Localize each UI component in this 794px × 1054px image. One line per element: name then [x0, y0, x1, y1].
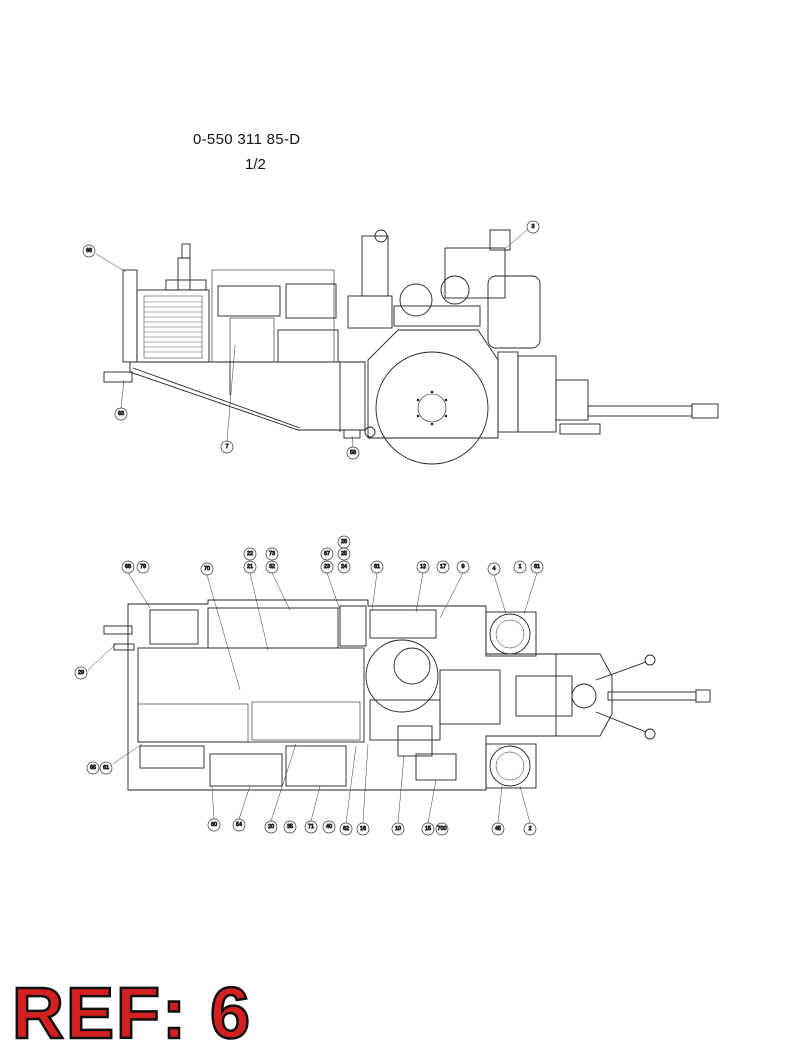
top-callout-21: 21	[243, 560, 257, 574]
side-view: 66 3 63 7 58	[82, 220, 719, 465]
top-callout-16: 16	[356, 822, 370, 836]
side-callout-63: 63	[114, 407, 128, 421]
top-callout-35: 35	[283, 820, 297, 834]
reference-label: REF: 6	[11, 974, 253, 1054]
side-callout-label: 3	[531, 224, 534, 230]
top-callout-65: 65	[86, 761, 100, 775]
top-callout-4: 4	[487, 562, 501, 576]
top-callout-label: 12	[420, 564, 426, 570]
top-callout-label: 21	[247, 564, 253, 570]
top-callout-label: 70	[204, 566, 210, 572]
top-callout-81: 81	[530, 560, 544, 574]
top-callout-62: 62	[339, 822, 353, 836]
top-callout-12: 12	[416, 560, 430, 574]
top-callout-60: 60	[207, 818, 221, 832]
side-callout-label: 66	[86, 248, 92, 254]
top-callout-17: 17	[436, 560, 450, 574]
top-callout-45: 45	[491, 822, 505, 836]
top-callout-label: 61	[103, 765, 109, 771]
top-callout-20: 20	[264, 820, 278, 834]
top-callout-700: 700	[435, 822, 449, 836]
top-callout-label: 15	[425, 826, 431, 832]
side-callout-66: 66	[82, 244, 96, 258]
top-callout-label: 81	[374, 564, 380, 570]
top-callout-label: 17	[440, 564, 446, 570]
top-callout-label: 65	[90, 765, 96, 771]
top-callout-label: 1	[518, 564, 521, 570]
top-callout-40: 40	[322, 820, 336, 834]
top-callout-label: 10	[395, 826, 401, 832]
top-callout-label: 2	[528, 826, 531, 832]
top-callout-23: 23	[320, 560, 334, 574]
sheet-number: 1/2	[245, 156, 266, 173]
top-callout-label: 54	[236, 822, 242, 828]
top-callout-label: 20	[268, 824, 274, 830]
top-callout-22: 22	[243, 547, 257, 561]
top-callout-2: 2	[523, 822, 537, 836]
top-callout-67: 67	[320, 547, 334, 561]
top-callout-label: 9	[461, 564, 464, 570]
top-callout-28: 28	[337, 535, 351, 549]
top-callout-label: 4	[492, 566, 495, 572]
top-callout-label: 25	[341, 551, 347, 557]
top-callout-32: 32	[265, 560, 279, 574]
top-callout-label: 28	[341, 539, 347, 545]
top-callout-73: 73	[265, 547, 279, 561]
top-callout-70: 70	[200, 562, 214, 576]
top-callout-61: 61	[99, 761, 113, 775]
top-callout-68: 68	[121, 560, 135, 574]
top-callout-label: 32	[269, 564, 275, 570]
top-callout-label: 79	[140, 564, 146, 570]
top-callout-15: 15	[421, 822, 435, 836]
side-callout-7: 7	[220, 440, 234, 454]
top-callout-label: 700	[437, 826, 446, 832]
top-callout-label: 81	[534, 564, 540, 570]
top-callout-71: 71	[304, 820, 318, 834]
top-callout-label: 67	[324, 551, 330, 557]
top-callout-10: 10	[391, 822, 405, 836]
top-callout-81: 81	[370, 560, 384, 574]
side-callout-58: 58	[346, 446, 360, 460]
top-view: 28 22 73 67 25 68 79 70 21 32 23 24 81 12 17 9 4 1 81 29 65 6…	[74, 535, 711, 836]
top-callout-label: 24	[341, 564, 347, 570]
top-callout-9: 9	[456, 560, 470, 574]
top-callout-54: 54	[232, 818, 246, 832]
side-callout-label: 58	[350, 450, 356, 456]
top-callout-label: 22	[247, 551, 253, 557]
top-callout-label: 73	[269, 551, 275, 557]
document-number: 0-550 311 85-D	[193, 131, 301, 148]
top-callout-label: 16	[360, 826, 366, 832]
top-callout-label: 23	[324, 564, 330, 570]
top-callout-label: 40	[326, 824, 332, 830]
side-callout-3: 3	[526, 220, 540, 234]
top-callout-label: 29	[78, 670, 84, 676]
top-callout-79: 79	[136, 560, 150, 574]
top-callout-25: 25	[337, 547, 351, 561]
top-callout-24: 24	[337, 560, 351, 574]
top-callout-1: 1	[513, 560, 527, 574]
top-callout-label: 45	[495, 826, 501, 832]
side-callout-label: 63	[118, 411, 124, 417]
top-callout-label: 71	[308, 824, 314, 830]
top-callout-label: 35	[287, 824, 293, 830]
top-callout-29: 29	[74, 666, 88, 680]
top-callout-label: 68	[125, 564, 131, 570]
side-callout-label: 7	[225, 444, 228, 450]
top-callout-label: 60	[211, 822, 217, 828]
top-callout-label: 62	[343, 826, 349, 832]
